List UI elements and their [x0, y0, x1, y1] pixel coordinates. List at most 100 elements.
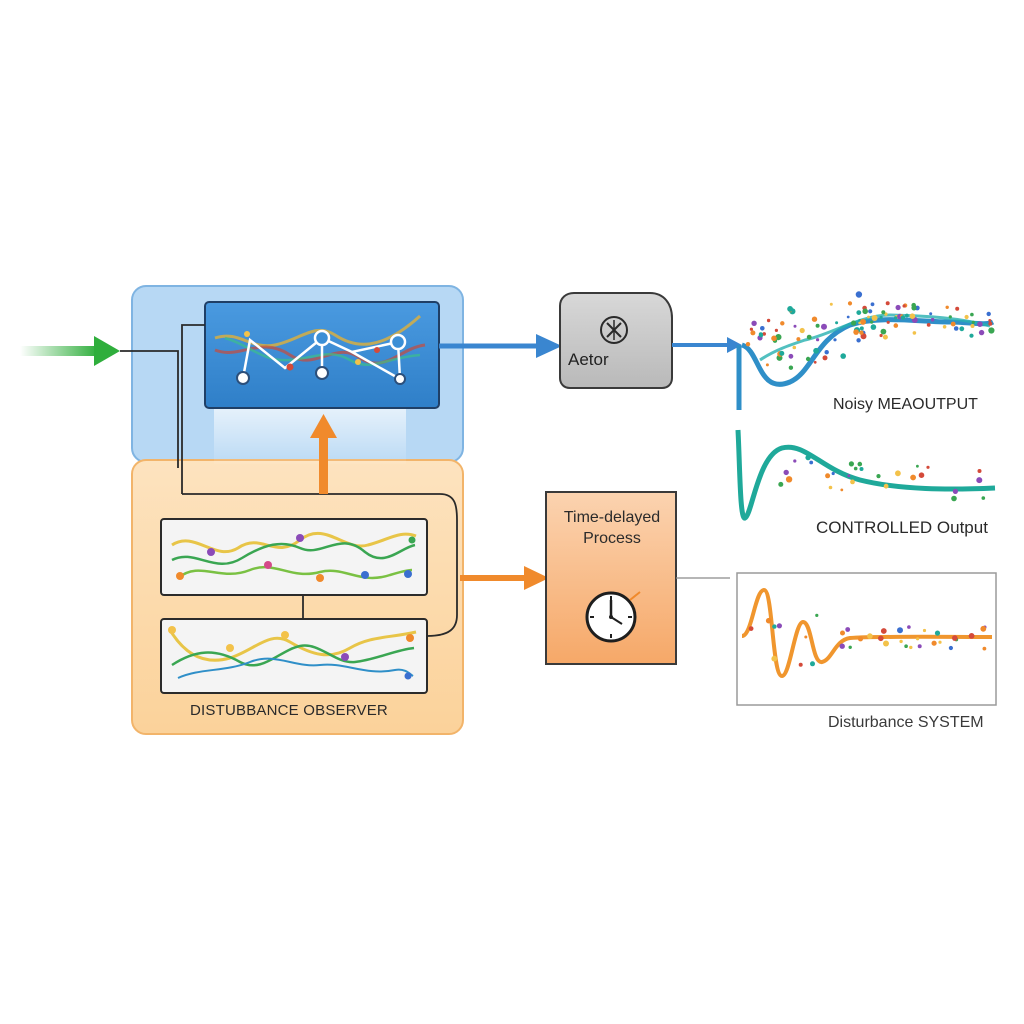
noise-point [805, 356, 811, 362]
noise-point [970, 324, 975, 328]
controller-network-icon [214, 314, 426, 385]
noise-point [867, 315, 870, 319]
noise-point [904, 644, 908, 648]
noise-point [809, 460, 814, 465]
noise-point [981, 496, 986, 500]
noise-point [788, 353, 794, 359]
noisy-output-points [745, 291, 995, 370]
noise-point [813, 360, 817, 364]
noise-point [952, 635, 958, 641]
noise-point [886, 320, 890, 324]
noise-point [821, 323, 827, 330]
actuator-icon [600, 316, 628, 344]
noise-point [825, 473, 831, 479]
noise-point [758, 332, 763, 337]
actor-block[interactable] [559, 292, 673, 389]
noise-point [840, 353, 846, 359]
noise-point [893, 323, 899, 328]
noise-point [750, 330, 756, 336]
noise-point [810, 661, 815, 667]
noise-point [870, 302, 875, 307]
noise-point [977, 469, 982, 473]
noise-point [980, 625, 987, 632]
noise-point [982, 646, 987, 651]
noise-point [900, 315, 906, 320]
noise-point [917, 644, 922, 649]
actor-label: Aetor [568, 350, 609, 369]
noise-point [788, 365, 794, 370]
noise-point [870, 320, 874, 324]
noise-point [926, 465, 930, 469]
noise-point [846, 315, 850, 319]
observer-chart-bottom [160, 618, 428, 694]
noise-point [771, 655, 778, 662]
noise-point [796, 337, 801, 342]
noise-point [762, 332, 766, 336]
noise-point [905, 313, 909, 318]
noise-point [870, 324, 877, 330]
noise-point [853, 329, 859, 335]
noise-point [771, 335, 777, 342]
noise-point [778, 481, 784, 487]
noise-point [988, 321, 993, 326]
observer-waveform-bottom [168, 626, 417, 680]
noise-point [931, 640, 937, 646]
noise-point [942, 325, 947, 329]
noise-point [860, 318, 866, 325]
noise-point [783, 469, 789, 476]
noise-point [899, 639, 903, 644]
noise-point [959, 326, 965, 332]
wiring [120, 324, 458, 637]
noise-point [883, 640, 889, 647]
noise-point [833, 338, 837, 342]
controlled-output-points [778, 454, 986, 502]
noise-point [930, 317, 935, 322]
noise-point [751, 320, 757, 326]
noise-point [816, 338, 820, 342]
noise-point [847, 301, 853, 306]
noise-point [878, 635, 884, 642]
feedback-arrow [310, 414, 337, 494]
noise-point [785, 476, 793, 483]
noise-point [970, 312, 974, 317]
noise-point [948, 315, 952, 319]
noise-point [765, 363, 769, 367]
noise-point [955, 306, 960, 311]
noise-point [798, 662, 803, 667]
noise-point [799, 327, 805, 334]
noise-point [760, 326, 765, 331]
observer-waveform-top [171, 532, 417, 582]
noise-point [911, 305, 917, 311]
noise-point [811, 316, 818, 322]
noisy-output-label: Noisy MEAOUTPUT [833, 396, 978, 413]
noise-point [988, 319, 992, 322]
noise-point [847, 474, 851, 478]
noise-point [829, 302, 833, 306]
noise-point [986, 311, 991, 317]
noise-point [868, 309, 873, 314]
noise-point [766, 318, 771, 323]
noise-point [909, 313, 916, 320]
noise-point [907, 625, 911, 629]
noise-point [952, 488, 959, 494]
panel-bridge [214, 408, 406, 464]
noise-point [880, 328, 887, 335]
noise-point [882, 334, 888, 340]
disturbance-system-label: Disturbance SYSTEM [828, 714, 984, 731]
noise-point [922, 628, 927, 633]
noise-point [805, 454, 811, 461]
noise-point [897, 627, 903, 634]
noise-point [857, 461, 863, 467]
noise-point [765, 617, 772, 624]
noise-point [880, 628, 887, 634]
noise-point [749, 327, 754, 331]
noise-point [895, 470, 901, 477]
noise-point [951, 495, 957, 502]
disturbance-arrow [460, 566, 549, 590]
noise-point [879, 333, 883, 338]
noise-point [883, 483, 889, 489]
noise-point [976, 477, 983, 484]
controlled-output-trace [735, 429, 996, 521]
noise-point [895, 304, 901, 311]
noise-point [851, 320, 857, 326]
